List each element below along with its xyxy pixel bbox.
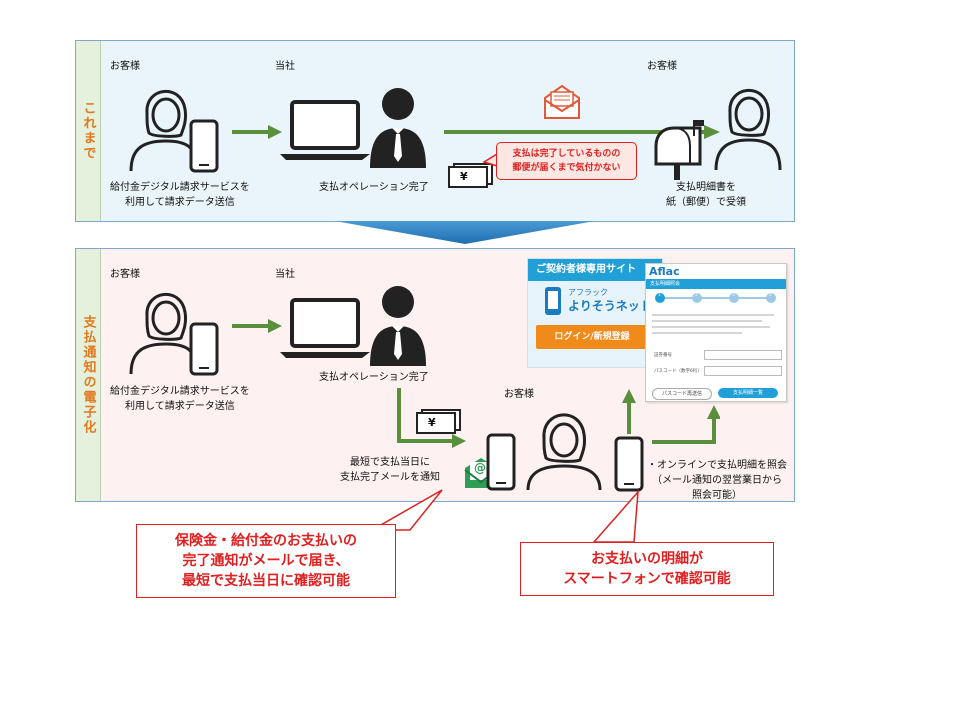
policy-number-input[interactable]	[704, 350, 782, 360]
form-title-bar: 支払明細照会	[646, 279, 786, 289]
bottom-customer-left-icon	[129, 293, 219, 376]
callout-right-pointer	[592, 490, 639, 543]
site-login-button[interactable]: ログイン/新規登録	[536, 325, 648, 349]
top-caption-mid: 支払オペレーション完了	[319, 182, 429, 193]
panel-before-label: これまで	[80, 101, 96, 161]
resend-passcode-button[interactable]: パスコード再送信	[652, 388, 712, 400]
panel-after-side: 支払通知の電子化	[76, 249, 101, 501]
site-logo-big: よりそうネット	[568, 299, 652, 313]
form-logo: Aflac	[649, 265, 680, 278]
form-instruction-lines	[652, 314, 774, 334]
transition-arrow	[335, 221, 595, 244]
form-step-3: 3	[732, 293, 735, 298]
callout-right: お支払いの明細が スマートフォンで確認可能	[520, 542, 774, 596]
arrow-up-to-site	[622, 389, 636, 434]
warning-line-1: 支払は完了しているものの	[512, 149, 621, 159]
form-step-line	[655, 293, 776, 303]
top-company-label: 当社	[275, 61, 295, 72]
bottom-company-icon	[280, 286, 426, 366]
top-company-icon	[280, 88, 426, 168]
site-logo-small: アフラック	[568, 288, 608, 297]
callout-left-line-3: 最短で支払当日に確認可能	[182, 573, 350, 589]
bottom-arrow-notify	[397, 388, 466, 448]
callout-right-line-2: スマートフォンで確認可能	[563, 571, 731, 587]
top-arrow-send	[232, 125, 282, 139]
site-phone-icon	[545, 287, 561, 315]
bottom-money-icon: ¥	[416, 408, 462, 438]
callout-left: 保険金・給付金のお支払いの 完了通知がメールで届き、 最短で支払当日に確認可能	[136, 524, 396, 598]
bottom-money-symbol: ¥	[428, 416, 436, 429]
form-step-1: 1	[658, 293, 661, 298]
bottom-caption-mid: 支払オペレーション完了	[319, 372, 429, 383]
top-caption-right: 支払明細書を 紙（郵便）で受領	[666, 182, 746, 208]
top-customer-left-label: お客様	[110, 61, 140, 72]
callout-left-line-1: 保険金・給付金のお支払いの	[175, 533, 357, 549]
top-customer-right-icon	[654, 89, 782, 180]
form-step-2: 2	[695, 293, 698, 298]
top-caption-left: 給付金デジタル請求サービスを 利用して請求データ送信	[110, 182, 250, 208]
callout-right-line-1: お支払いの明細が	[591, 551, 703, 567]
top-money-symbol: ¥	[460, 170, 468, 183]
smartphone-mail-icon	[486, 433, 516, 491]
top-money-icon: ¥	[448, 162, 494, 192]
bottom-arrow-send	[232, 319, 282, 333]
bottom-company-label: 当社	[275, 269, 295, 280]
smartphone-statement-icon	[614, 436, 644, 492]
envelope-icon	[544, 84, 580, 119]
bottom-customer-left-label: お客様	[110, 269, 140, 280]
form-field2-label: パスコード（数字6桁）	[654, 369, 702, 374]
top-customer-right-label: お客様	[647, 61, 677, 72]
bottom-customer-mid-icon	[526, 413, 602, 491]
panel-before-side: これまで	[76, 41, 101, 221]
statement-form-preview: Aflac 支払明細照会 1 2 3 4 証券番号 パスコード（数字6桁） パス…	[645, 263, 787, 402]
form-step-4: 4	[769, 293, 772, 298]
contract-site-preview: ご契約者様専用サイト アフラック よりそうネット ログイン/新規登録	[527, 258, 663, 368]
bottom-caption-online: ・オンラインで支払明細を照会 （メール通知の翌営業日から 照会可能）	[647, 460, 787, 501]
form-field1-label: 証券番号	[654, 353, 672, 358]
bottom-customer-mid-label: お客様	[504, 389, 534, 400]
warning-bubble: 支払は完了しているものの 郵便が届くまで気付かない	[496, 142, 637, 180]
bottom-caption-mail: 最短で支払当日に 支払完了メールを通知	[340, 457, 440, 483]
panel-after-label: 支払通知の電子化	[80, 315, 96, 435]
warning-line-2: 郵便が届くまで気付かない	[512, 163, 621, 173]
top-customer-left-icon	[129, 90, 219, 173]
bottom-caption-left: 給付金デジタル請求サービスを 利用して請求データ送信	[110, 386, 250, 412]
passcode-input[interactable]	[704, 366, 782, 376]
callout-left-line-2: 完了通知がメールで届き、	[182, 553, 350, 569]
arrow-right-to-form	[652, 405, 720, 444]
email-at-symbol: @	[474, 461, 486, 475]
site-header: ご契約者様専用サイト	[528, 259, 662, 281]
statement-list-button[interactable]: 支払明細一覧	[718, 388, 778, 398]
